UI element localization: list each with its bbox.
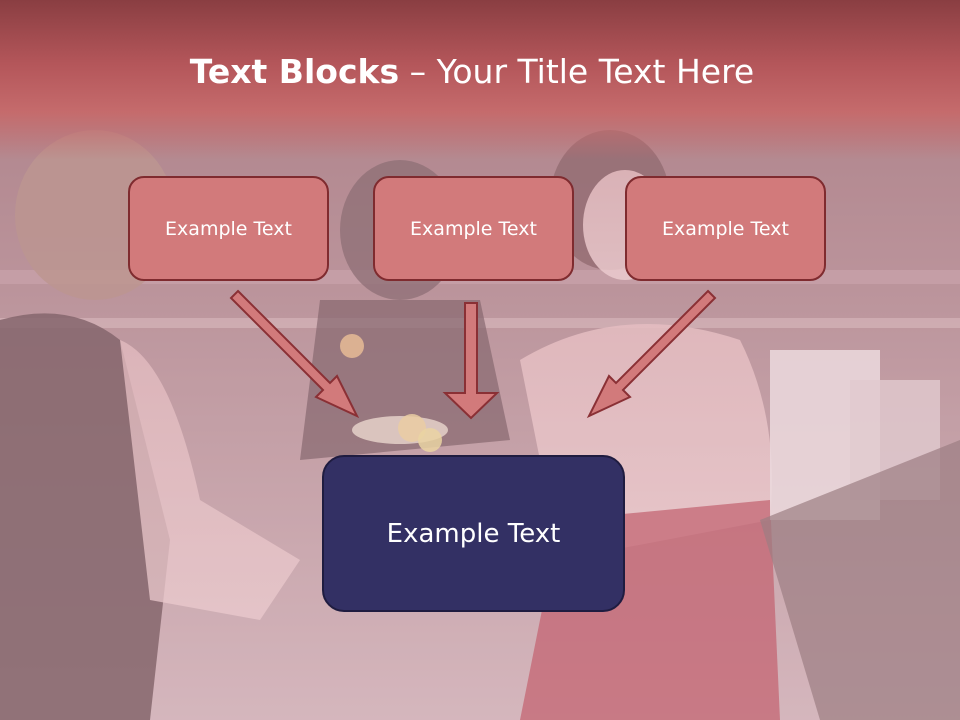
title-dash: – [399, 52, 437, 91]
title-band [0, 0, 960, 160]
slide-title: Text Blocks – Your Title Text Here [0, 52, 944, 91]
arrow-right [586, 289, 717, 419]
main-text-box-label: Example Text [386, 518, 561, 549]
text-box-3: Example Text [625, 176, 826, 281]
title-bold-part: Text Blocks [189, 52, 400, 91]
main-text-box: Example Text [322, 455, 625, 612]
text-box-1: Example Text [128, 176, 329, 281]
arrow-left [229, 289, 360, 419]
text-box-1-label: Example Text [165, 217, 292, 240]
text-box-2: Example Text [373, 176, 574, 281]
text-box-2-label: Example Text [410, 217, 537, 240]
title-rest: Your Title Text Here [436, 52, 755, 91]
text-box-3-label: Example Text [662, 217, 789, 240]
arrow-center [442, 302, 500, 420]
